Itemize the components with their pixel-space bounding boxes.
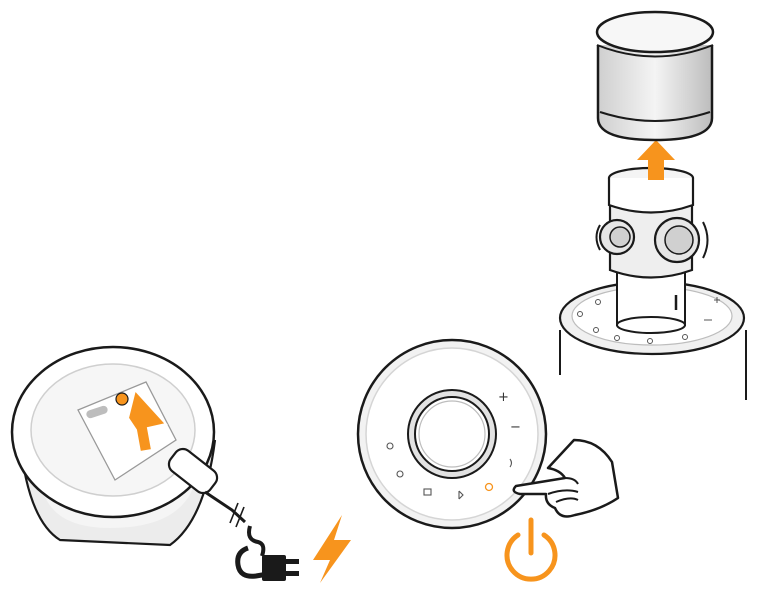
dial-minus-label: −: [510, 420, 521, 435]
power-symbol-icon: [504, 517, 558, 582]
panel-connect-power: [10, 345, 351, 583]
panel-power-on: + −: [356, 338, 620, 582]
usb-cable-icon: [167, 447, 266, 557]
device-top-icon: [10, 345, 217, 547]
control-dial-icon: + −: [356, 338, 548, 530]
panel-remove-cover: [558, 10, 747, 400]
speaker-cover-icon: [595, 10, 715, 142]
pointing-hand-icon: [512, 438, 620, 518]
lightning-icon: [313, 515, 351, 583]
power-plug-icon: [235, 545, 299, 581]
push-arrow-icon: [126, 387, 168, 454]
dial-plus-label: +: [498, 390, 509, 405]
up-arrow-icon: [637, 140, 675, 180]
